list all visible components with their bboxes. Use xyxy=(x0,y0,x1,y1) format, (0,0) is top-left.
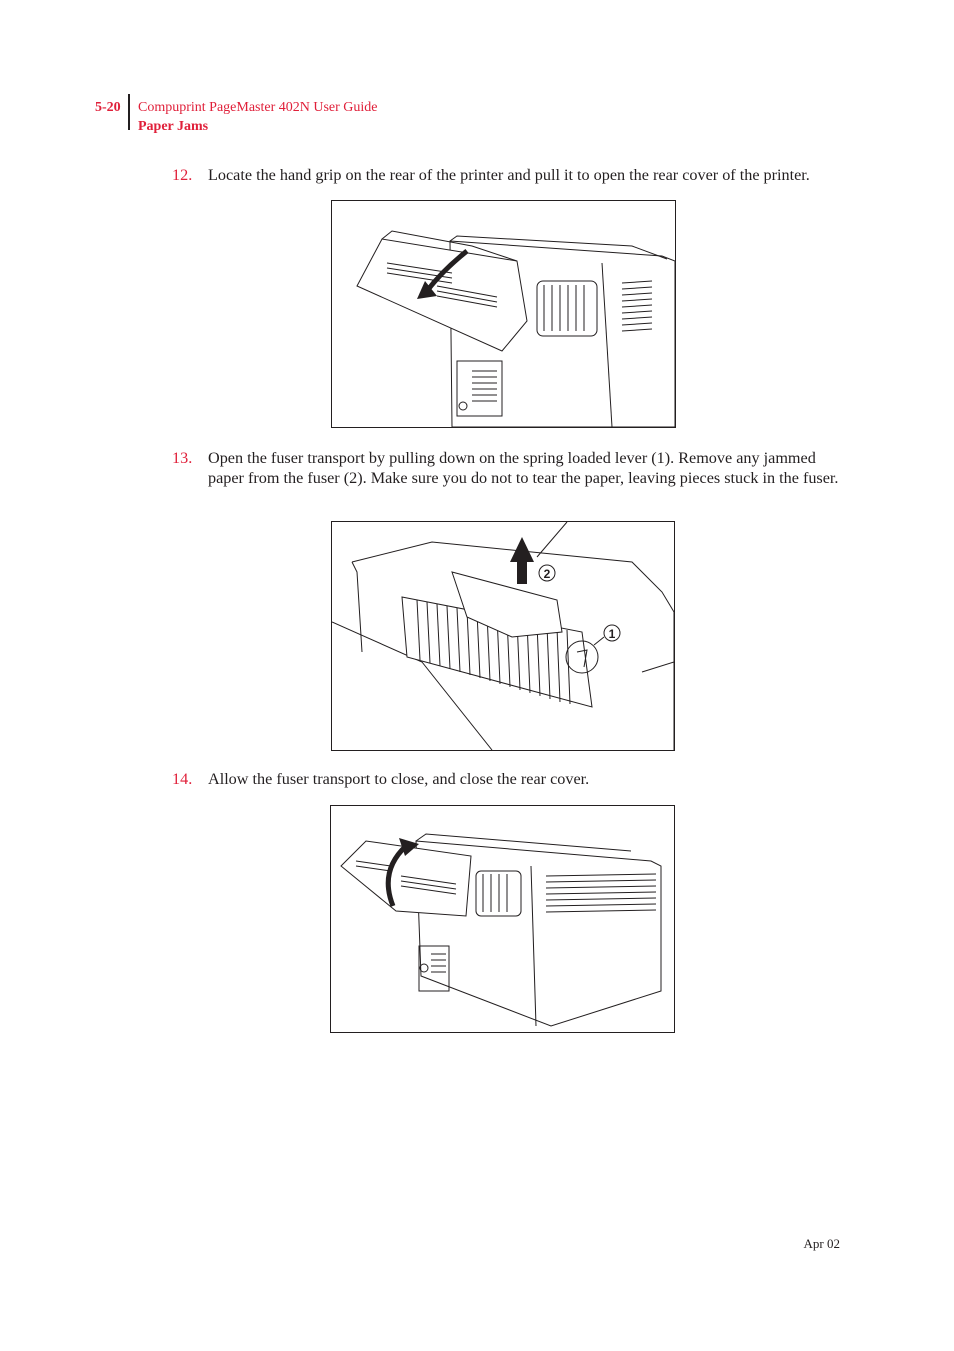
document-title: Compuprint PageMaster 402N User Guide xyxy=(138,100,378,115)
header-divider xyxy=(128,94,130,130)
page-number: 5-20 xyxy=(95,100,121,115)
figure-close-rear-cover xyxy=(330,805,675,1033)
step-number: 14. xyxy=(172,770,193,788)
step-number: 13. xyxy=(172,449,193,467)
pull-up-arrow xyxy=(510,537,534,584)
section-title: Paper Jams xyxy=(138,119,209,134)
callout-1: 1 xyxy=(609,627,616,641)
close-arrow xyxy=(385,844,408,907)
step-text: Locate the hand grip on the rear of the … xyxy=(208,166,810,184)
step-text: Allow the fuser transport to close, and … xyxy=(208,770,590,788)
figure-open-rear-cover xyxy=(331,200,676,428)
step-12: 12. Locate the hand grip on the rear of … xyxy=(172,166,842,186)
figure-remove-jammed-paper: 2 1 xyxy=(331,521,675,751)
footer-date: Apr 02 xyxy=(803,1236,840,1251)
step-text: Open the fuser transport by pulling down… xyxy=(208,449,839,487)
step-13: 13. Open the fuser transport by pulling … xyxy=(172,449,842,488)
side-vent-grille xyxy=(621,280,653,332)
step-number: 12. xyxy=(172,166,193,184)
step-14: 14. Allow the fuser transport to close, … xyxy=(172,770,842,790)
callout-2: 2 xyxy=(544,567,551,581)
